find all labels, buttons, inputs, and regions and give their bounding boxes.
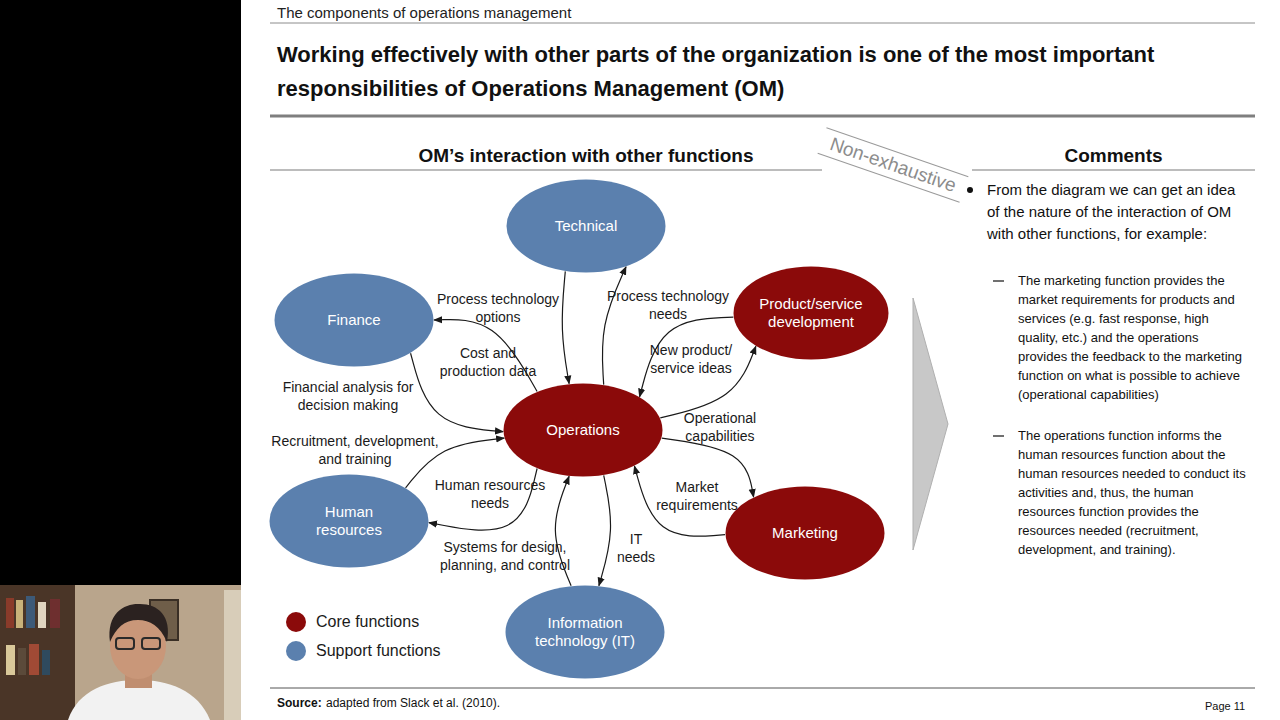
node-text-holder: Human resources — [269, 474, 429, 568]
webcam-door — [224, 590, 241, 720]
bullet-dot — [967, 187, 973, 193]
webcam-book — [42, 650, 50, 675]
webcam-book — [18, 648, 26, 675]
function-ellipse: Information technology (IT) — [505, 585, 665, 679]
flow-label: Process technology needs — [604, 287, 732, 323]
webcam-book — [6, 598, 14, 628]
node-text-holder: Finance — [274, 273, 434, 367]
title-rule — [270, 115, 1255, 118]
function-name: Human resources — [304, 503, 394, 539]
slide-title: Working effectively with other parts of … — [277, 38, 1252, 106]
webcam-book — [26, 596, 35, 628]
function-ellipse: Product/service development — [733, 266, 889, 360]
ellipse-fill — [504, 384, 663, 477]
source-text: adapted from Slack et al. (2010). — [326, 696, 500, 711]
legend-swatch — [286, 612, 306, 632]
scope-stamp: Non-exhaustive — [818, 127, 969, 202]
node-text-holder: Product/service development — [733, 266, 889, 360]
function-name: Information technology (IT) — [525, 614, 645, 650]
function-ellipse: Finance — [274, 273, 434, 367]
legend-text: Support functions — [316, 642, 441, 660]
ellipse-fill — [275, 274, 434, 367]
footer-rule — [270, 688, 1255, 689]
section-header: The components of operations management — [277, 4, 977, 22]
summary-arrow — [913, 298, 948, 550]
webcam-bookshelf — [0, 585, 75, 720]
function-name: Marketing — [772, 524, 838, 542]
node-text-holder: Marketing — [725, 486, 885, 580]
comment-subbullet: The marketing function provides the mark… — [1018, 271, 1250, 404]
legend-entry: Support functions — [286, 641, 441, 661]
source-label: Source: — [277, 696, 322, 711]
function-name: Finance — [327, 311, 380, 329]
legend-text: Core functions — [316, 613, 419, 631]
ellipse-fill — [734, 267, 889, 360]
flow-label: Operational capabilities — [663, 409, 778, 445]
flow-label: Recruitment, development, and training — [265, 432, 445, 468]
legend-swatch — [286, 641, 306, 661]
function-name: Technical — [555, 217, 618, 235]
comment-subbullet: The operations function informs the huma… — [1018, 426, 1250, 559]
webcam-book — [50, 599, 60, 628]
flow-label: Financial analysis for decision making — [268, 378, 428, 414]
panel-heading: Comments — [972, 144, 1255, 168]
flow-label: IT needs — [614, 530, 658, 566]
webcam-hair — [109, 604, 168, 642]
header-rule — [270, 23, 1255, 24]
ellipse-fill — [506, 586, 665, 679]
bullet-dash — [993, 280, 1004, 281]
webcam-glasses — [142, 638, 160, 649]
page-number: Page 11 — [1205, 699, 1245, 713]
heading-underline — [270, 169, 822, 171]
webcam-book — [16, 600, 23, 628]
flow-label: Human resources needs — [428, 476, 553, 512]
panel-heading: OM’s interaction with other functions — [306, 144, 866, 168]
node-text-holder: Information technology (IT) — [505, 585, 665, 679]
ellipse-fill — [726, 487, 885, 580]
function-name: Product/service development — [749, 295, 874, 331]
flow-label: Cost and production data — [429, 344, 547, 380]
function-ellipse: Technical — [506, 179, 666, 273]
function-ellipse: Marketing — [725, 486, 885, 580]
flow-label: New product/ service ideas — [641, 341, 741, 377]
flow-arrow — [599, 475, 611, 585]
flow-label: Market requirements — [647, 478, 747, 514]
ellipse-fill — [270, 475, 429, 568]
function-ellipse: Human resources — [269, 474, 429, 568]
webcam-book — [29, 644, 39, 675]
node-text-holder: Technical — [506, 179, 666, 273]
flow-label: Process technology options — [434, 290, 562, 326]
node-text-holder: Operations — [503, 383, 663, 477]
webcam-glasses — [116, 638, 134, 649]
flow-label: Systems for design, planning, and contro… — [430, 538, 580, 574]
legend-entry: Core functions — [286, 612, 419, 632]
bullet-dash — [993, 435, 1004, 436]
ellipse-fill — [507, 180, 666, 273]
comment-bullet: From the diagram we can get an idea of t… — [987, 179, 1249, 245]
webcam-wall — [0, 585, 241, 720]
flow-arrow — [562, 271, 569, 383]
function-name: Operations — [546, 421, 619, 439]
webcam-book — [6, 645, 15, 675]
webcam-book — [38, 602, 46, 628]
heading-underline — [972, 169, 1255, 171]
flow-arrow — [602, 267, 626, 385]
function-ellipse: Operations — [503, 383, 663, 477]
black-side-panel — [0, 0, 241, 720]
presenter-webcam — [0, 585, 241, 720]
